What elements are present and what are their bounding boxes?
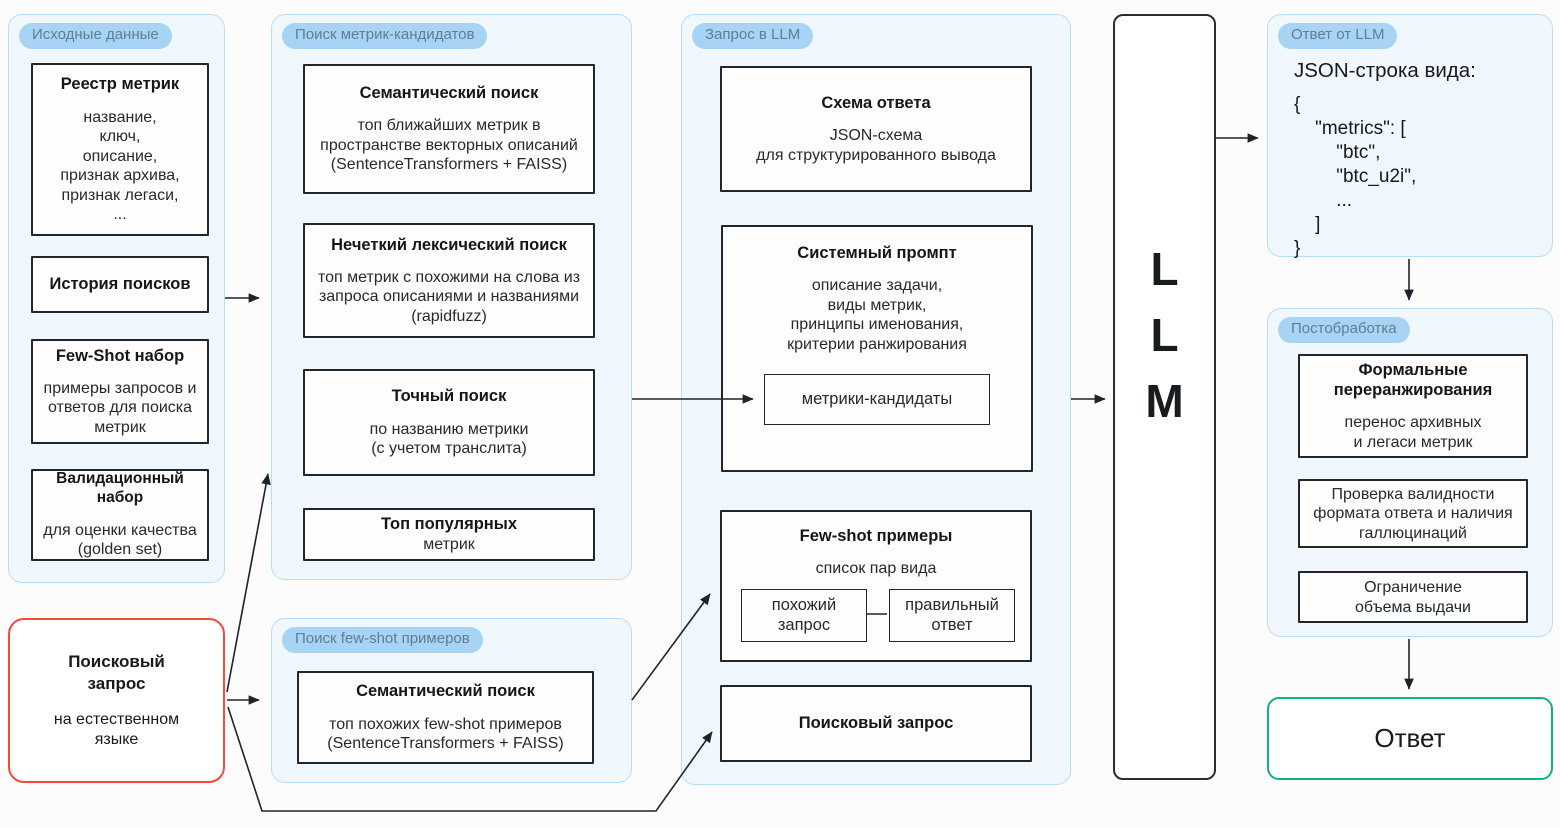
top-popular-box: Топ популярных метрик [303, 508, 595, 561]
json-line: "btc", [1294, 142, 1381, 163]
box-title: Схема ответа [821, 93, 931, 112]
box-body: JSON-схема для структурированного вывода [756, 127, 996, 164]
box-body: для оценки качества (golden set) [43, 521, 197, 559]
llm-box: L L M [1113, 14, 1216, 780]
box-body: перенос архивных и легаси метрик [1344, 414, 1482, 451]
llm-letter: L [1150, 309, 1179, 361]
box-body: по названию метрики (с учетом транслита) [369, 420, 529, 458]
fewshot-set-box: Few-Shot набор примеры запросов и ответо… [31, 339, 209, 444]
box-title: Семантический поиск [359, 84, 539, 103]
box-title: Точный поиск [391, 387, 507, 406]
history-box: История поисков [31, 256, 209, 313]
box-title: Few-Shot набор [55, 346, 185, 365]
box-body: список пар вида [815, 560, 937, 578]
json-line: { [1294, 94, 1301, 115]
box-title: Нечеткий лексический поиск [331, 235, 567, 254]
box-body: топ похожих few-shot примеров (SentenceT… [327, 715, 564, 753]
box-title: Формальные переранжирования [1333, 360, 1493, 399]
correct-answer-chip: правильный ответ [889, 589, 1015, 642]
box-body: название, ключ, описание, признак архива… [60, 108, 180, 224]
box-title: Топ популярных [380, 515, 518, 534]
json-line: ... [1294, 190, 1353, 211]
answer-schema-box: Схема ответа JSON-схема для структуриров… [720, 66, 1032, 192]
box-body: топ ближайших метрик в пространстве вект… [320, 117, 578, 174]
similar-query-chip: похожий запрос [741, 589, 867, 642]
box-body: метрик [423, 536, 475, 554]
box-title: Поисковый запрос [68, 652, 165, 693]
json-line: "metrics": [ [1294, 118, 1406, 139]
validity-check-box: Проверка валидности формата ответа и нал… [1298, 479, 1528, 548]
box-title: Реестр метрик [60, 75, 180, 94]
output-limit-box: Ограничение объема выдачи [1298, 571, 1528, 623]
exact-search-box: Точный поиск по названию метрики (с учет… [303, 369, 595, 476]
answer-label: Ответ [1374, 723, 1446, 753]
panel-llm-response-label: Ответ от LLM [1278, 23, 1398, 49]
panel-postprocess-label: Постобработка [1278, 317, 1410, 343]
box-title: Системный промпт [797, 244, 957, 262]
box-title: Few-shot примеры [799, 527, 953, 545]
panel-candidate-search: Поиск метрик-кандидатов Семантический по… [271, 14, 632, 580]
box-title: Семантический поиск [356, 682, 535, 701]
box-body: на естественном языке [53, 710, 180, 748]
json-sample: JSON-строка вида: { "metrics": [ "btc", … [1294, 59, 1544, 261]
system-prompt-box: Системный промпт описание задачи, виды м… [721, 225, 1033, 472]
llm-letter: L [1150, 243, 1179, 295]
validation-set-box: Валидационный набор для оценки качества … [31, 469, 209, 561]
json-line: ] [1294, 214, 1321, 235]
fewshot-semantic-search-box: Семантический поиск топ похожих few-shot… [297, 671, 594, 764]
box-body: описание задачи, виды метрик, принципы и… [787, 277, 967, 353]
semantic-search-box: Семантический поиск топ ближайших метрик… [303, 64, 595, 194]
search-query-box: Поисковый запрос на естественном языке [8, 618, 225, 783]
panel-postprocess: Постобработка Формальные переранжировани… [1267, 308, 1553, 637]
fewshot-examples-box: Few-shot примеры список пар вида похожий… [720, 510, 1032, 662]
box-body: примеры запросов и ответов для поиска ме… [43, 379, 197, 436]
arrow-query-to-candidates [226, 473, 271, 693]
panel-llm-request-label: Запрос в LLM [692, 23, 814, 49]
fuzzy-search-box: Нечеткий лексический поиск топ метрик с … [303, 223, 595, 338]
candidate-metrics-chip: метрики-кандидаты [764, 374, 990, 425]
panel-llm-request: Запрос в LLM Схема ответа JSON-схема для… [681, 14, 1071, 785]
llm-label: L L M [1145, 236, 1183, 434]
box-body: топ метрик с похожими на слова из запрос… [317, 268, 581, 325]
panel-fewshot-search-label: Поиск few-shot примеров [282, 627, 483, 653]
formal-rerank-box: Формальные переранжирования перенос архи… [1298, 354, 1528, 458]
box-body: Проверка валидности формата ответа и нал… [1313, 485, 1513, 542]
box-title: Валидационный набор [56, 470, 184, 506]
panel-candidate-search-label: Поиск метрик-кандидатов [282, 23, 488, 49]
box-body: Ограничение объема выдачи [1355, 578, 1471, 616]
panel-fewshot-search: Поиск few-shot примеров Семантический по… [271, 618, 632, 783]
panel-source-data-label: Исходные данные [19, 23, 172, 49]
box-title: История поисков [49, 275, 191, 294]
search-query-inner-box: Поисковый запрос [720, 685, 1032, 762]
answer-box: Ответ [1267, 697, 1553, 780]
json-line: } [1294, 238, 1301, 259]
llm-letter: M [1145, 375, 1184, 427]
json-line: "btc_u2i", [1294, 166, 1417, 187]
json-intro: JSON-строка вида: [1294, 59, 1476, 82]
panel-source-data: Исходные данные Реестр метрик название, … [8, 14, 225, 583]
panel-llm-response: Ответ от LLM JSON-строка вида: { "metric… [1267, 14, 1553, 259]
box-title: Поисковый запрос [798, 714, 954, 733]
registry-box: Реестр метрик название, ключ, описание, … [31, 63, 209, 236]
